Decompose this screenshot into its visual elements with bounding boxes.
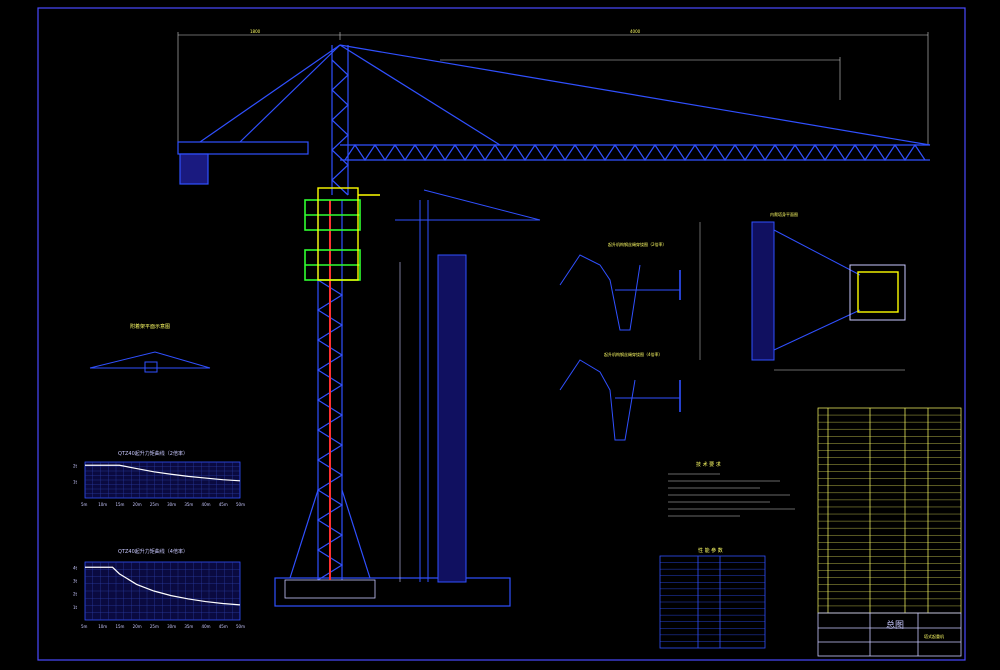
load-curve-2: 5m 10m 15m 20m 25m 30m 35m 40m 45m 50m 2t 1t: [73, 461, 245, 507]
parts-table: [817, 407, 962, 614]
curve4-xtick: 5m: [81, 624, 88, 629]
attach-plan: [89, 351, 211, 373]
curve2-ytick: 1t: [73, 480, 78, 485]
curve4-xtick: 45m: [219, 624, 228, 629]
drawing-frame: [37, 7, 966, 661]
reeving-diagrams: [559, 254, 681, 441]
attach-bracket-title: 附着架平面示意图: [130, 323, 170, 330]
params-title: 性 能 参 数: [698, 547, 723, 554]
title-block: [817, 612, 962, 657]
curve4-xtick: 30m: [167, 624, 176, 629]
title-block-sub: 塔式起重机: [924, 633, 944, 639]
curve2-xtick: 35m: [184, 502, 193, 507]
inner-climb-label: 内爬塔身平面图: [770, 211, 798, 217]
curve4-xtick: 35m: [184, 624, 193, 629]
reeving-a-label: 起升机构钢丝绳穿绕图（2倍率）: [608, 241, 667, 247]
curve2-title: QTZ40起升力矩曲线（2倍率）: [118, 450, 188, 457]
curve2-xtick: 10m: [98, 502, 107, 507]
curve2-xtick: 40m: [202, 502, 211, 507]
curve4-xtick: 15m: [115, 624, 124, 629]
curve4-ytick: 2t: [73, 592, 78, 597]
dim-overall: 4000: [630, 29, 641, 34]
curve4-line: [85, 566, 241, 606]
curve4-xtick: 10m: [98, 624, 107, 629]
curve2-ytick: 2t: [73, 463, 78, 468]
curve2-xtick: 20m: [133, 502, 142, 507]
crane-secondary: [395, 189, 541, 583]
curve2-xtick: 50m: [236, 502, 245, 507]
curve2-xtick: 5m: [81, 502, 88, 507]
curve2-xtick: 15m: [115, 502, 124, 507]
tech-req-title: 技 术 要 求: [696, 461, 721, 468]
yellow-frame: [317, 187, 380, 281]
curve4-xtick: 25m: [150, 624, 159, 629]
curve2-xtick: 30m: [167, 502, 176, 507]
curve2-xtick: 25m: [150, 502, 159, 507]
curve4-xtick: 40m: [202, 624, 211, 629]
attachment-bracket-view: [699, 221, 906, 371]
curve4-ytick: 1t: [73, 605, 78, 610]
curve4-ytick: 3t: [73, 578, 78, 583]
load-curve-4: 5m 10m 15m 20m 25m 30m 35m 40m 45m 50m 4t 3t 2t 1t: [73, 561, 245, 629]
crane-main: [177, 44, 931, 607]
reeving-b-label: 起升机构钢丝绳穿绕图（4倍率）: [604, 351, 663, 357]
climbing-frame: [304, 199, 361, 281]
dim-left: 1800: [250, 29, 261, 34]
curve2-line: [85, 464, 241, 482]
title-block-name: 总图: [886, 619, 904, 631]
curve4-title: QTZ40起升力矩曲线（4倍率）: [118, 548, 188, 555]
curve4-xtick: 50m: [236, 624, 245, 629]
tech-req-lines: [668, 473, 795, 517]
curve4-xtick: 20m: [133, 624, 142, 629]
curve2-xtick: 45m: [219, 502, 228, 507]
dimension-lines: [177, 32, 929, 145]
curve4-ytick: 4t: [73, 565, 78, 570]
